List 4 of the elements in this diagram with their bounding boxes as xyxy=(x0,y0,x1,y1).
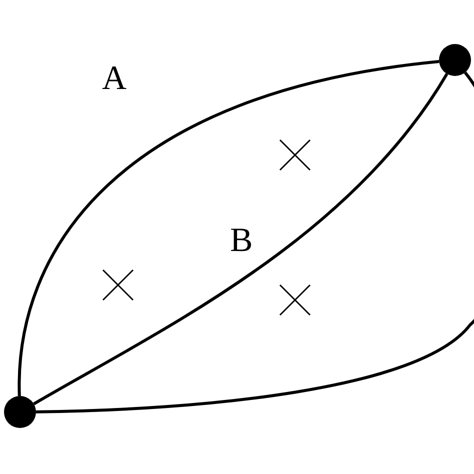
region-label: B xyxy=(230,224,253,258)
vertex-dot xyxy=(4,396,36,428)
vertex-dot xyxy=(439,44,471,76)
region-label: A xyxy=(102,62,127,96)
